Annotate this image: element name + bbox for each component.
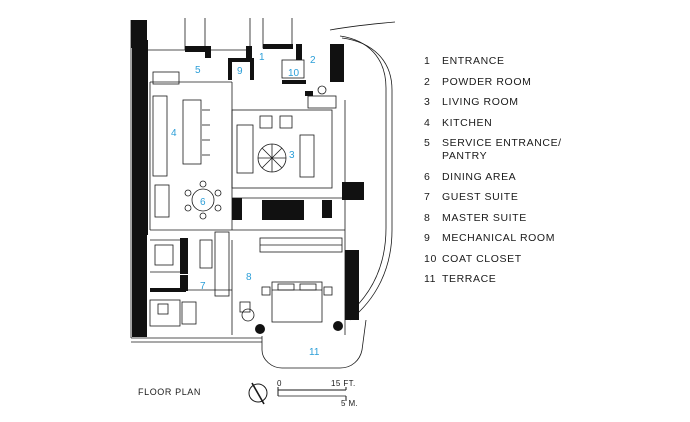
room-label-4: 4	[171, 128, 177, 139]
north-arrow-icon	[248, 382, 268, 405]
room-label-7: 7	[200, 281, 206, 292]
room-label-10: 10	[288, 68, 300, 79]
room-label-8: 8	[246, 272, 252, 283]
scale-meters: 5 M.	[341, 399, 358, 408]
room-label-3: 3	[289, 150, 295, 161]
scale-feet: 15 FT.	[331, 379, 356, 388]
floor-plan-caption: FLOOR PLAN	[138, 387, 202, 397]
room-label-9: 9	[237, 66, 243, 77]
room-label-1: 1	[259, 52, 265, 63]
scale-bar: 0 15 FT. 5 M.	[277, 379, 358, 408]
room-label-11: 11	[309, 347, 320, 358]
scale-zero: 0	[277, 379, 282, 388]
room-label-2: 2	[310, 55, 316, 66]
room-label-5: 5	[195, 65, 201, 76]
room-label-6: 6	[200, 197, 206, 208]
